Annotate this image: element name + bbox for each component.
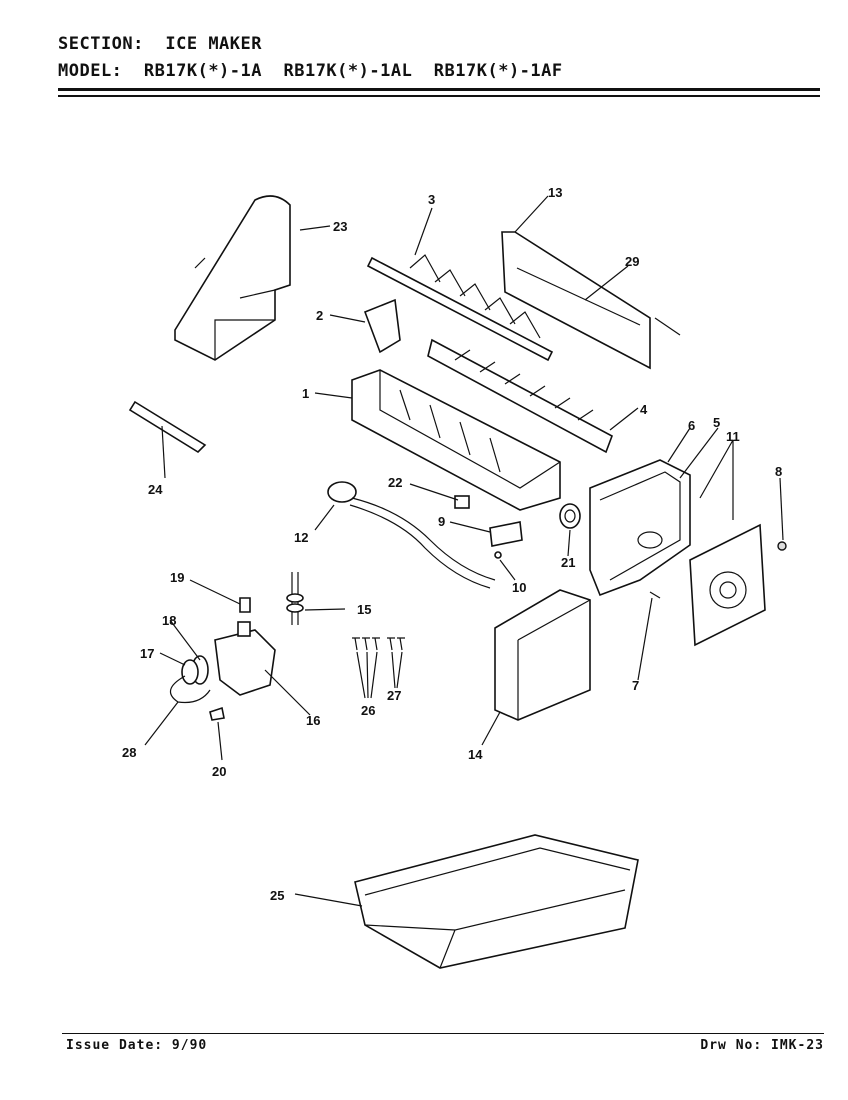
part-24-heater-tube [128,400,207,454]
callout-labels: 23 3 13 29 2 1 4 6 5 11 8 24 22 9 12 21 … [122,185,782,903]
part-11-motor [689,523,766,647]
leader-lines [144,195,784,907]
model-1: RB17K(*)-1A [143,61,262,81]
callout-19: 19 [170,570,184,585]
header-rule-bottom [58,95,820,97]
part-19-nut [239,597,251,613]
footer-rule [62,1033,824,1034]
model-heading: MODEL: RB17K(*)-1A RB17K(*)-1AL RB17K(*)… [58,61,563,81]
header-rule-top [58,88,820,91]
callout-13: 13 [548,185,562,200]
callout-2: 2 [316,308,323,323]
drawing-number-label: Drw No: [700,1038,763,1053]
callout-15: 15 [357,602,371,617]
callout-20: 20 [212,764,226,779]
callout-9: 9 [438,514,445,529]
section-heading: SECTION: ICE MAKER [58,34,262,54]
part-13-shutoff-arm [501,231,681,370]
callout-8: 8 [775,464,782,479]
part-26-27-screws [352,637,405,651]
callout-12: 12 [294,530,308,545]
section-label: SECTION: [58,34,144,54]
callout-21: 21 [561,555,575,570]
callout-7: 7 [632,678,639,693]
callout-18: 18 [162,613,176,628]
part-12-wire-harness [327,481,496,589]
model-label: MODEL: [58,61,123,81]
part-9-switch [489,521,523,547]
callout-28: 28 [122,745,136,760]
part-7-screw [649,591,661,599]
part-21-gear [559,503,581,529]
callout-25: 25 [270,888,284,903]
callout-24: 24 [148,482,163,497]
part-15-tube [286,572,304,625]
part-20-clip [209,706,225,721]
part-4-stripper [427,338,613,454]
issue-date: Issue Date: 9/90 [66,1038,207,1053]
part-25-ice-bin [354,834,639,969]
callout-1: 1 [302,386,309,401]
model-2: RB17K(*)-1AL [283,61,413,81]
callout-27: 27 [387,688,401,703]
part-17-cap [181,659,199,685]
callout-29: 29 [625,254,639,269]
callout-14: 14 [468,747,483,762]
part-16-water-valve [214,621,276,696]
section-value: ICE MAKER [165,34,262,54]
callout-26: 26 [361,703,375,718]
part-23-fill-cup [174,195,291,361]
part-6-housing [589,459,691,597]
issue-date-label: Issue Date: [66,1038,164,1053]
callout-22: 22 [388,475,402,490]
callout-11: 11 [726,429,740,444]
callout-23: 23 [333,219,347,234]
part-14-cover [494,589,591,721]
callout-16: 16 [306,713,320,728]
part-1-mold [351,369,561,511]
callout-10: 10 [512,580,526,595]
part-2-bracket [363,298,401,354]
part-3-ejector [366,254,554,362]
callout-5: 5 [713,415,720,430]
callout-3: 3 [428,192,435,207]
model-3: RB17K(*)-1AF [433,61,563,81]
callout-17: 17 [140,646,154,661]
drawing-number: Drw No: IMK-23 [700,1038,824,1053]
part-22-clip [454,495,470,509]
part-10-screw [494,551,502,559]
callout-6: 6 [688,418,695,433]
part-8-screw [777,541,787,551]
issue-date-value: 9/90 [171,1038,208,1053]
drawing-number-value: IMK-23 [771,1038,824,1053]
callout-4: 4 [640,402,648,417]
